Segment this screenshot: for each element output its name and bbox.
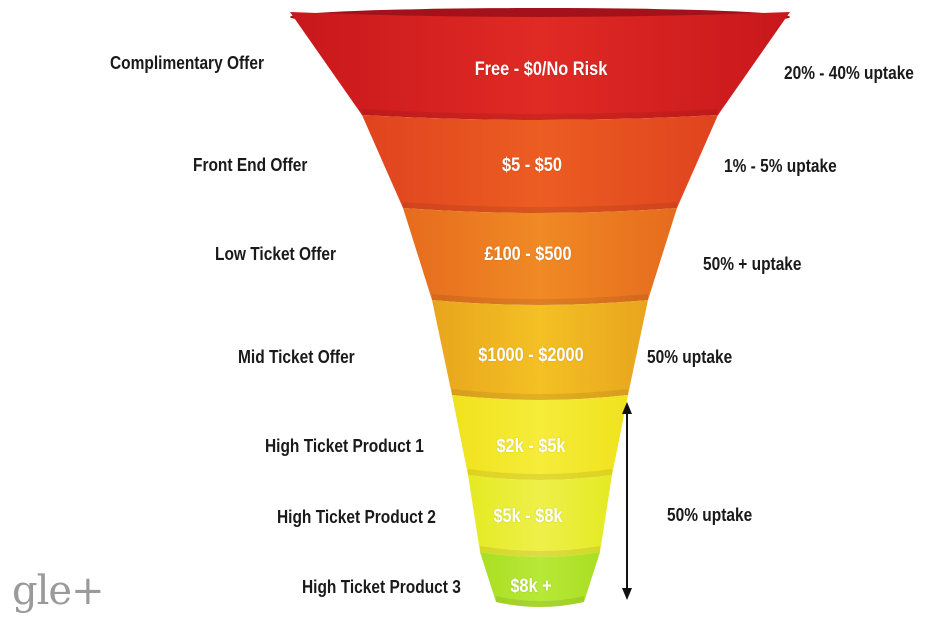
funnel-layer-shadow (468, 469, 612, 480)
uptake-complimentary: 20% - 40% uptake (784, 63, 914, 83)
stage-price-mid-ticket: $1000 - $2000 (478, 345, 584, 366)
stage-label-high-ticket-3: High Ticket Product 3 (302, 577, 461, 597)
funnel-layer-high-ticket-1 (452, 395, 628, 480)
uptake-front-end: 1% - 5% uptake (724, 156, 837, 176)
funnel-layer-shadow (362, 109, 718, 120)
funnel-layer-shadow (452, 389, 628, 400)
stage-label-front-end: Front End Offer (193, 155, 308, 175)
stage-price-complimentary: Free - $0/No Risk (474, 59, 608, 80)
uptake-low-ticket: 50% + uptake (703, 254, 802, 274)
funnel-layer-shadow (432, 294, 648, 305)
funnel-layer-shadow (480, 546, 600, 557)
stage-price-front-end: $5 - $50 (502, 155, 562, 176)
funnel-layer-low-ticket (403, 208, 677, 305)
stage-label-low-ticket: Low Ticket Offer (215, 244, 337, 264)
funnel-layer-high-ticket-3 (480, 552, 600, 607)
stage-price-high-ticket-2: $5k - $8k (493, 506, 563, 527)
watermark-logo: gle+ (12, 568, 105, 614)
funnel-layer-mid-ticket (432, 300, 648, 400)
stage-price-high-ticket-1: $2k - $5k (496, 436, 566, 457)
funnel-layer-complimentary (290, 12, 790, 120)
funnel-layer-high-ticket-2 (468, 475, 612, 557)
stage-price-low-ticket: £100 - $500 (484, 244, 572, 265)
uptake-high-ticket-group: 50% uptake (667, 505, 753, 525)
range-arrow (622, 402, 632, 600)
stage-label-high-ticket-2: High Ticket Product 2 (277, 507, 436, 527)
stage-label-mid-ticket: Mid Ticket Offer (238, 347, 355, 367)
stage-label-high-ticket-1: High Ticket Product 1 (265, 436, 424, 456)
funnel-layer-shadow (496, 596, 584, 607)
funnel-layer-shadow (403, 202, 677, 213)
funnel-layer-front-end (362, 115, 718, 213)
stage-label-complimentary: Complimentary Offer (110, 53, 264, 73)
uptake-mid-ticket: 50% uptake (647, 347, 733, 367)
stage-price-high-ticket-3: $8k + (510, 576, 552, 597)
